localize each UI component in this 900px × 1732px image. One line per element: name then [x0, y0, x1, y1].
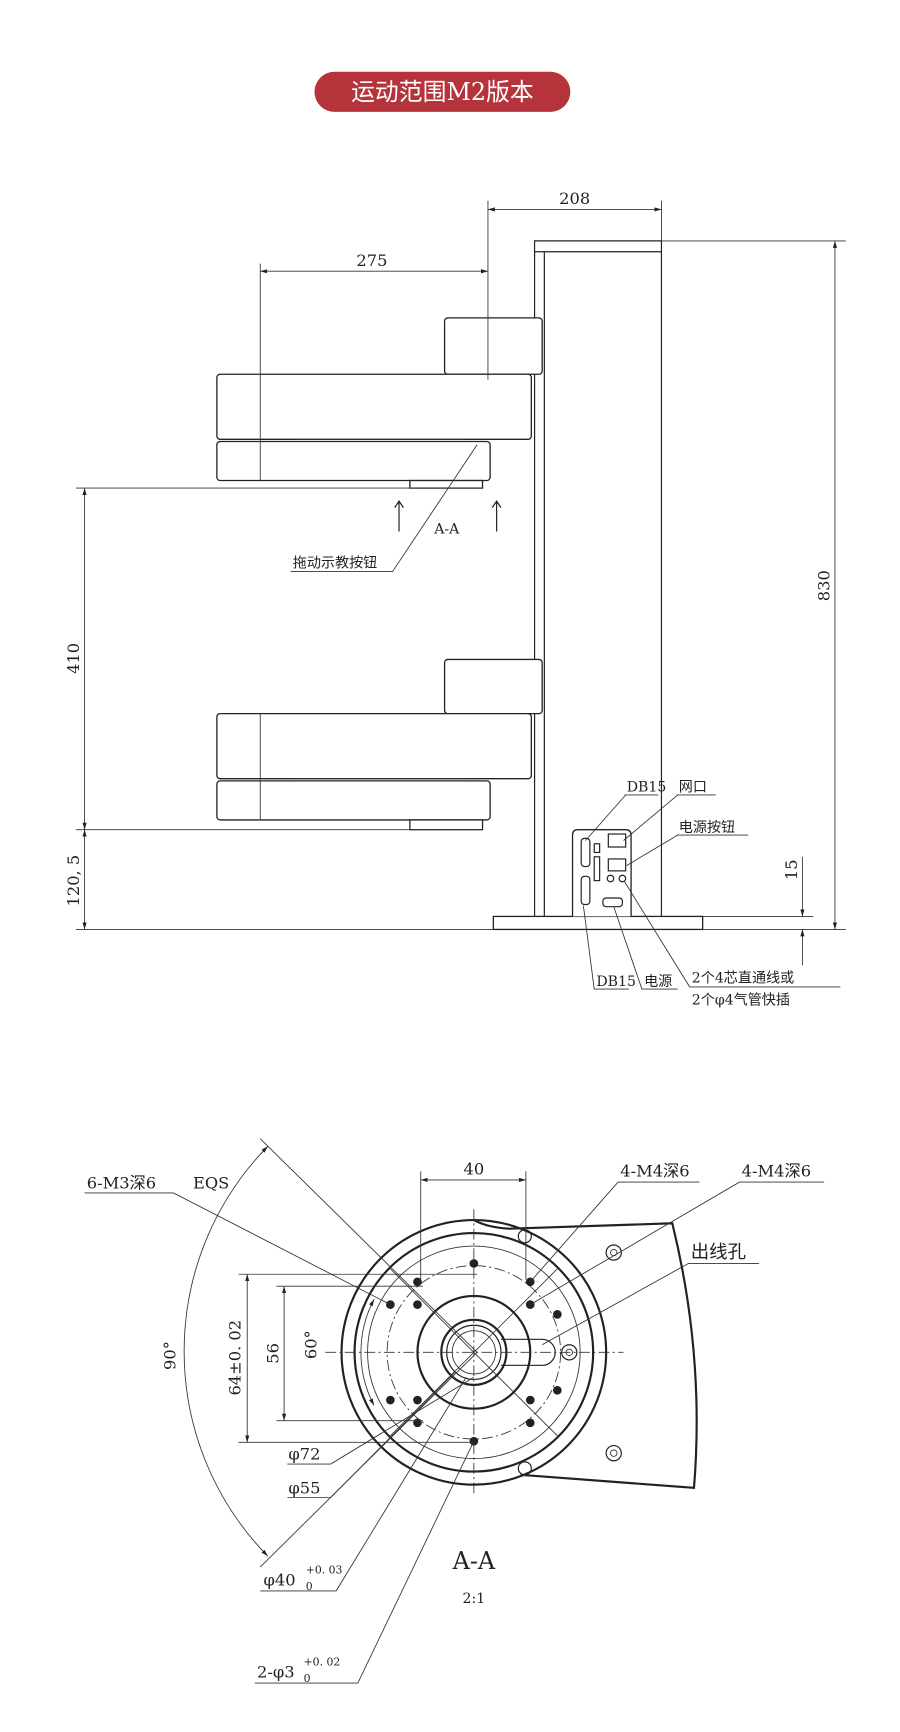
dim-40: 40 [464, 1159, 485, 1178]
label-db15-bottom: DB15 [596, 974, 636, 990]
robot-column [533, 240, 663, 917]
label-phi40-tol-lower: 0 [306, 1580, 313, 1593]
label-eqs: EQS [193, 1174, 229, 1193]
label-cable-hole: 出线孔 [691, 1242, 746, 1263]
label-air-line-2: 2个φ4气管快插 [692, 992, 790, 1008]
label-phi3-tol-upper: +0. 02 [304, 1656, 341, 1669]
dim-120-5: 120, 5 [64, 855, 83, 907]
section-view: 90° 40 64±0. 02 56 60° 6-M3深6 EQS 4-M4深6… [84, 1138, 825, 1685]
label-phi3-tol-lower: 0 [304, 1672, 311, 1685]
angle-60: 60° [302, 1330, 321, 1359]
label-db15-top: DB15 [627, 780, 667, 796]
page-title: 运动范围M2版本 [351, 78, 534, 106]
control-box [571, 829, 632, 917]
label-phi40-tol-upper: +0. 03 [306, 1564, 343, 1577]
title-badge: 运动范围M2版本 [314, 71, 571, 112]
label-4-m4-b: 4-M4深6 [742, 1162, 811, 1181]
label-phi55: φ55 [288, 1478, 320, 1497]
label-6-m3: 6-M3深6 [87, 1174, 156, 1193]
side-view: 208 275 830 410 120, 5 15 A-A 拖动示教按钮 [64, 189, 846, 1008]
angle-90: 90° [161, 1341, 180, 1370]
section-mark-a-a: A-A [433, 522, 460, 538]
label-power-button: 电源按钮 [679, 820, 735, 836]
label-air-line-1: 2个4芯直通线或 [692, 970, 794, 987]
dim-830: 830 [815, 570, 834, 601]
label-4-m4-a: 4-M4深6 [620, 1162, 689, 1181]
dim-410: 410 [64, 643, 83, 674]
dim-56: 56 [264, 1343, 283, 1364]
label-power: 电源 [644, 974, 672, 990]
label-network-port: 网口 [679, 780, 707, 796]
section-scale: 2:1 [463, 1591, 486, 1607]
label-phi72: φ72 [288, 1445, 320, 1464]
section-title: A-A [452, 1547, 496, 1575]
dim-64: 64±0. 02 [226, 1320, 245, 1396]
dim-15: 15 [782, 859, 801, 880]
lower-arm-position [216, 658, 543, 831]
upper-arm-position [216, 317, 543, 489]
dim-275: 275 [356, 251, 387, 270]
label-2-phi3: 2-φ3 [257, 1663, 295, 1682]
robot-base [492, 915, 704, 931]
dim-208: 208 [559, 189, 590, 208]
label-phi40: φ40 [263, 1570, 295, 1589]
label-teach-button: 拖动示教按钮 [293, 555, 377, 571]
